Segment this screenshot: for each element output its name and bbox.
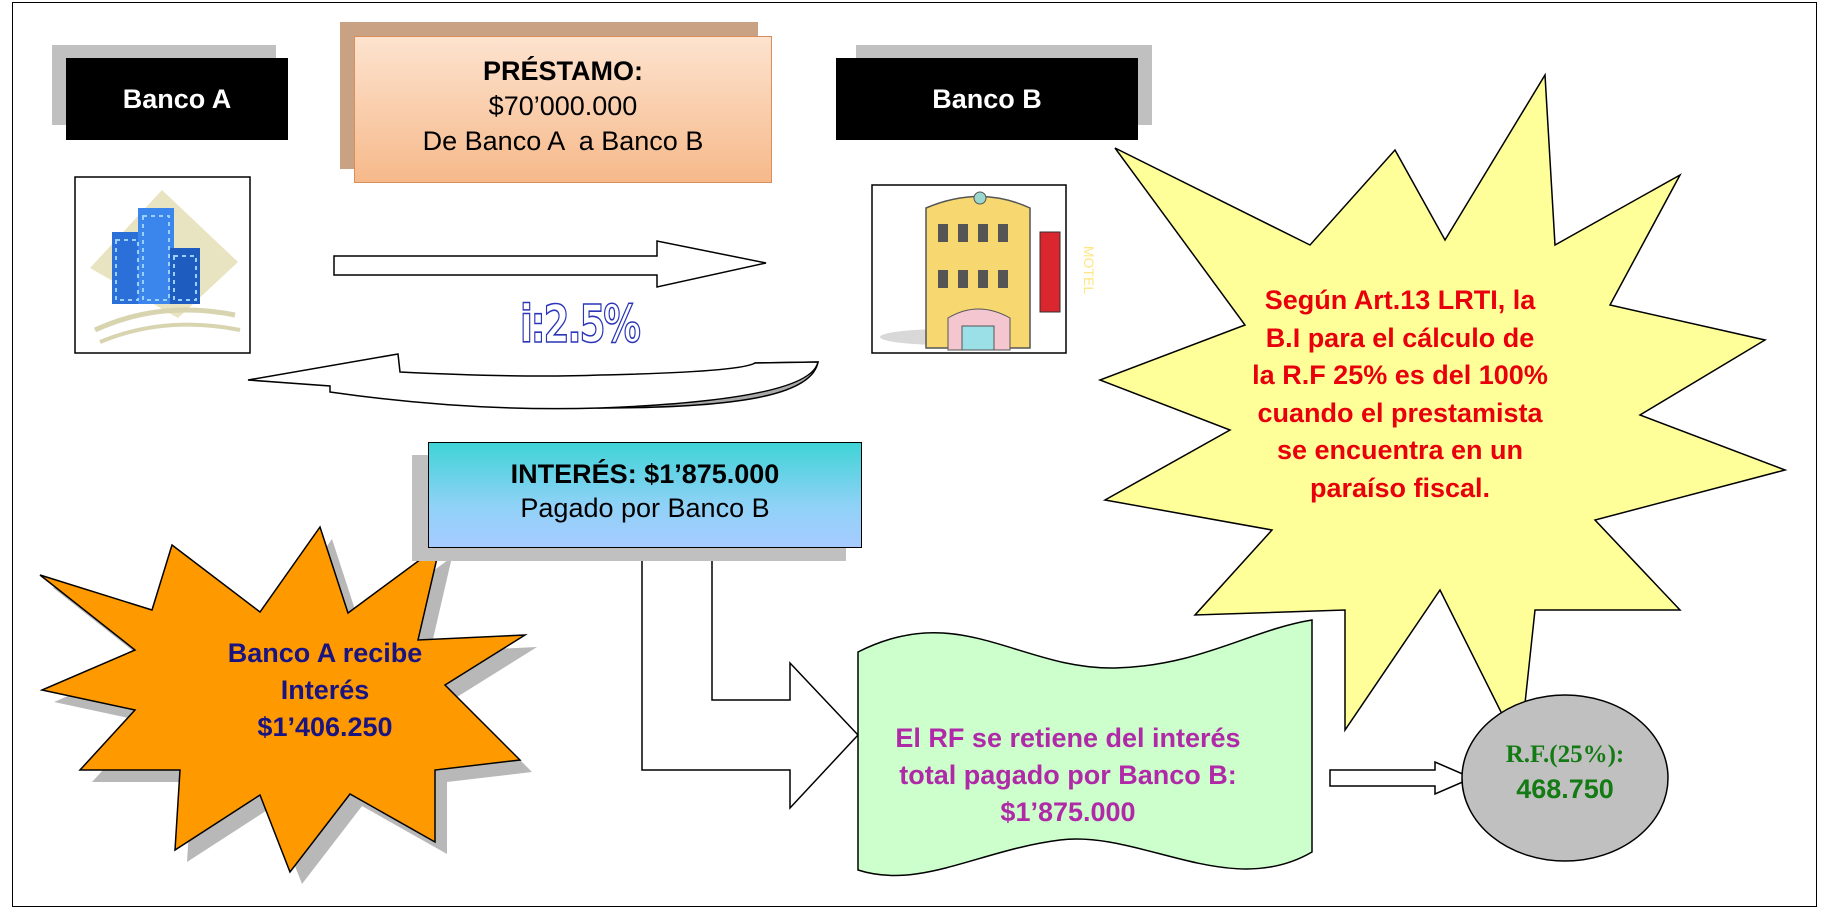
loan-amount: $70’000.000 [488, 91, 638, 121]
interest-rate-label: i:2.5% [519, 294, 641, 356]
law-note-text: Según Art.13 LRTI, la B.I para el cálcul… [1222, 282, 1578, 507]
retention-note-line: total pagado por Banco B: [899, 760, 1237, 790]
interest-title: INTERÉS: $1’875.000 [510, 459, 780, 489]
bank-a-receives-line: $1’406.250 [257, 712, 393, 742]
law-note-line: B.I para el cálculo de [1265, 322, 1535, 353]
retention-note-line: El RF se retiene del interés [895, 723, 1241, 753]
interest-subtitle: Pagado por Banco B [520, 493, 770, 523]
loan-title: PRÉSTAMO: [483, 56, 643, 86]
office-buildings-icon [74, 176, 251, 354]
rf-result-ellipse [1461, 694, 1669, 862]
loan-direction: De Banco A a Banco B [422, 126, 704, 156]
law-note-line: cuando el prestamista [1257, 397, 1543, 428]
rf-result-text: R.F.(25%): 468.750 [1475, 738, 1655, 806]
retention-note-text: El RF se retiene del interés total pagad… [858, 720, 1278, 831]
law-note-line: la R.F 25% es del 100% [1252, 360, 1548, 390]
retention-note-wave [857, 619, 1313, 877]
bank-a-receives-line: Banco A recibe [227, 638, 423, 668]
interest-box: INTERÉS: $1’875.000 Pagado por Banco B [428, 442, 862, 548]
loan-box: PRÉSTAMO: $70’000.000 De Banco A a Banco… [354, 36, 772, 183]
interest-return-arrow [247, 353, 819, 410]
law-note-starburst [1097, 72, 1788, 753]
bank-a-receives-text: Banco A recibe Interés $1’406.250 [175, 635, 475, 746]
motel-icon: MOTEL [871, 184, 1097, 354]
diagram-frame [12, 2, 1817, 907]
bank-b-label: Banco B [836, 58, 1138, 140]
bank-a-receives-starburst [39, 525, 537, 884]
retention-elbow-arrow [641, 547, 860, 810]
bank-a-receives-line: Interés [280, 675, 370, 705]
bank-a-label: Banco A [66, 58, 288, 140]
law-note-line: paraíso fiscal. [1309, 472, 1491, 503]
motel-sign-text: MOTEL [1081, 246, 1097, 294]
loan-arrow [333, 240, 767, 288]
law-note-line: Según Art.13 LRTI, la [1264, 285, 1536, 315]
rf-result-label: R.F.(25%): [1505, 741, 1625, 768]
retention-note-line: $1’875.000 [1000, 797, 1136, 827]
rf-result-value: 468.750 [1516, 774, 1614, 804]
law-note-line: se encuentra en un [1276, 435, 1524, 465]
result-arrow [1329, 760, 1474, 796]
